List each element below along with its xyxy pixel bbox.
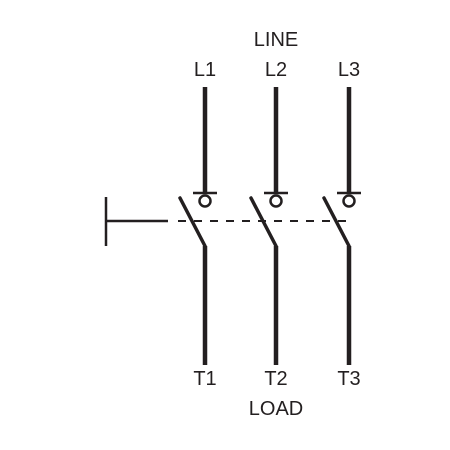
pole-3: L3 T3: [322, 59, 361, 390]
switch-blade-3: [322, 196, 351, 248]
fixed-contact-3: [342, 194, 356, 208]
terminal-label-t1: T1: [193, 368, 216, 390]
switch-blade-1: [178, 196, 207, 248]
pole-1: L1 T1: [178, 59, 217, 390]
terminal-label-l2: L2: [265, 59, 287, 81]
pole-2: L2 T2: [249, 59, 288, 390]
line-label: LINE: [254, 29, 298, 51]
switch-blade-2: [249, 196, 278, 248]
fixed-contact-1: [198, 194, 212, 208]
terminal-label-l3: L3: [338, 59, 360, 81]
fixed-contact-2: [269, 194, 283, 208]
terminal-label-l1: L1: [194, 59, 216, 81]
terminal-label-t3: T3: [337, 368, 360, 390]
load-label: LOAD: [249, 398, 303, 420]
terminal-label-t2: T2: [264, 368, 287, 390]
